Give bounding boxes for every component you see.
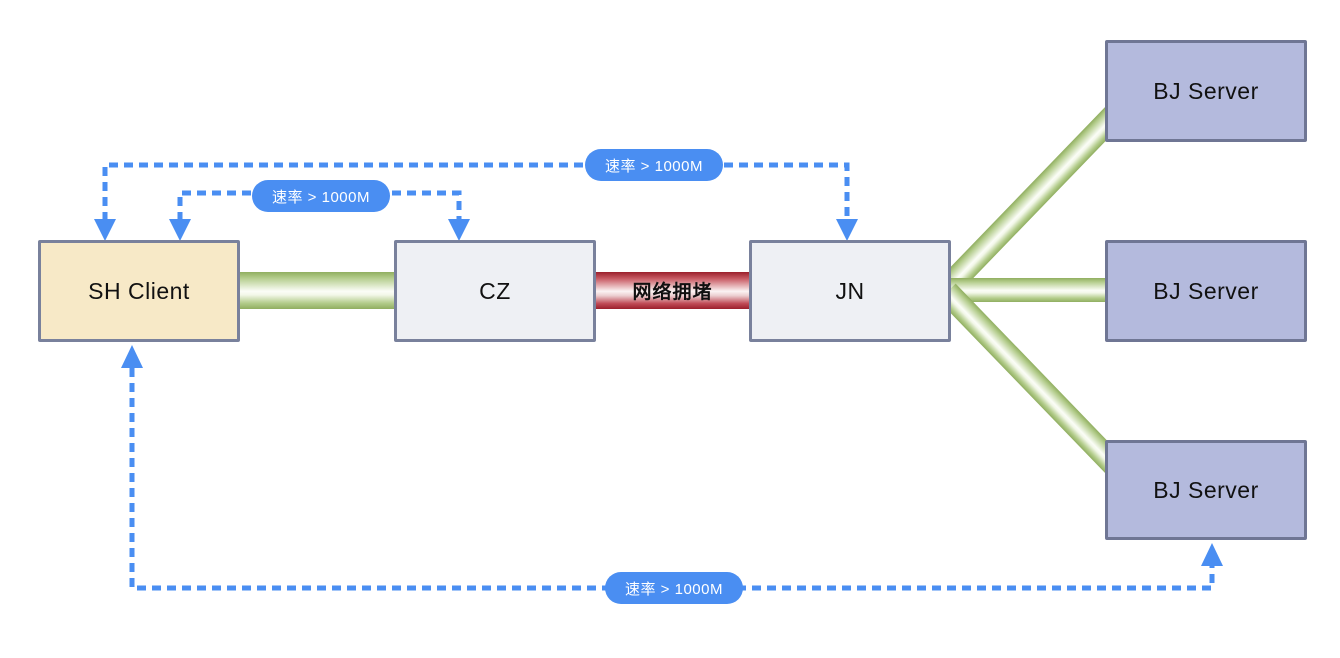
node-sh-client[interactable]: SH Client bbox=[38, 240, 240, 342]
dashed-link-jn-to-sh bbox=[102, 162, 850, 221]
node-sh-client-label: SH Client bbox=[88, 277, 190, 304]
arrow-down-into-jn bbox=[836, 219, 858, 241]
rate-badge-sh-bj3: 速率 > 1000M bbox=[605, 572, 743, 604]
tube-jn-bj2 bbox=[946, 278, 1118, 302]
node-cz-label: CZ bbox=[479, 277, 511, 304]
node-jn-label: JN bbox=[835, 277, 865, 304]
tube-jn-bj3 bbox=[938, 283, 1131, 482]
dashed-link-sh-to-bj3 bbox=[129, 368, 1215, 591]
arrow-up-into-sh-client bbox=[121, 345, 143, 368]
node-jn[interactable]: JN bbox=[749, 240, 951, 342]
node-bj-server-3-label: BJ Server bbox=[1153, 476, 1259, 503]
congestion-label: 网络拥堵 bbox=[632, 282, 713, 303]
rate-badge-cz-sh: 速率 > 1000M bbox=[252, 180, 390, 212]
tube-jn-bj1 bbox=[938, 98, 1131, 297]
node-bj-server-1-label: BJ Server bbox=[1153, 77, 1259, 104]
arrow-down-into-sh-client-1 bbox=[94, 219, 116, 241]
node-bj-server-2[interactable]: BJ Server bbox=[1105, 240, 1307, 342]
rate-badge-jn-sh: 速率 > 1000M bbox=[585, 149, 723, 181]
arrow-down-into-cz bbox=[448, 219, 470, 241]
node-cz[interactable]: CZ bbox=[394, 240, 596, 342]
tube-sh-cz bbox=[238, 272, 398, 309]
arrow-up-into-bj-server-3 bbox=[1201, 543, 1223, 566]
node-bj-server-3[interactable]: BJ Server bbox=[1105, 440, 1307, 540]
tube-congestion-cz-jn bbox=[592, 272, 753, 309]
arrow-down-into-sh-client-2 bbox=[169, 219, 191, 241]
node-bj-server-1[interactable]: BJ Server bbox=[1105, 40, 1307, 142]
node-bj-server-2-label: BJ Server bbox=[1153, 277, 1259, 304]
